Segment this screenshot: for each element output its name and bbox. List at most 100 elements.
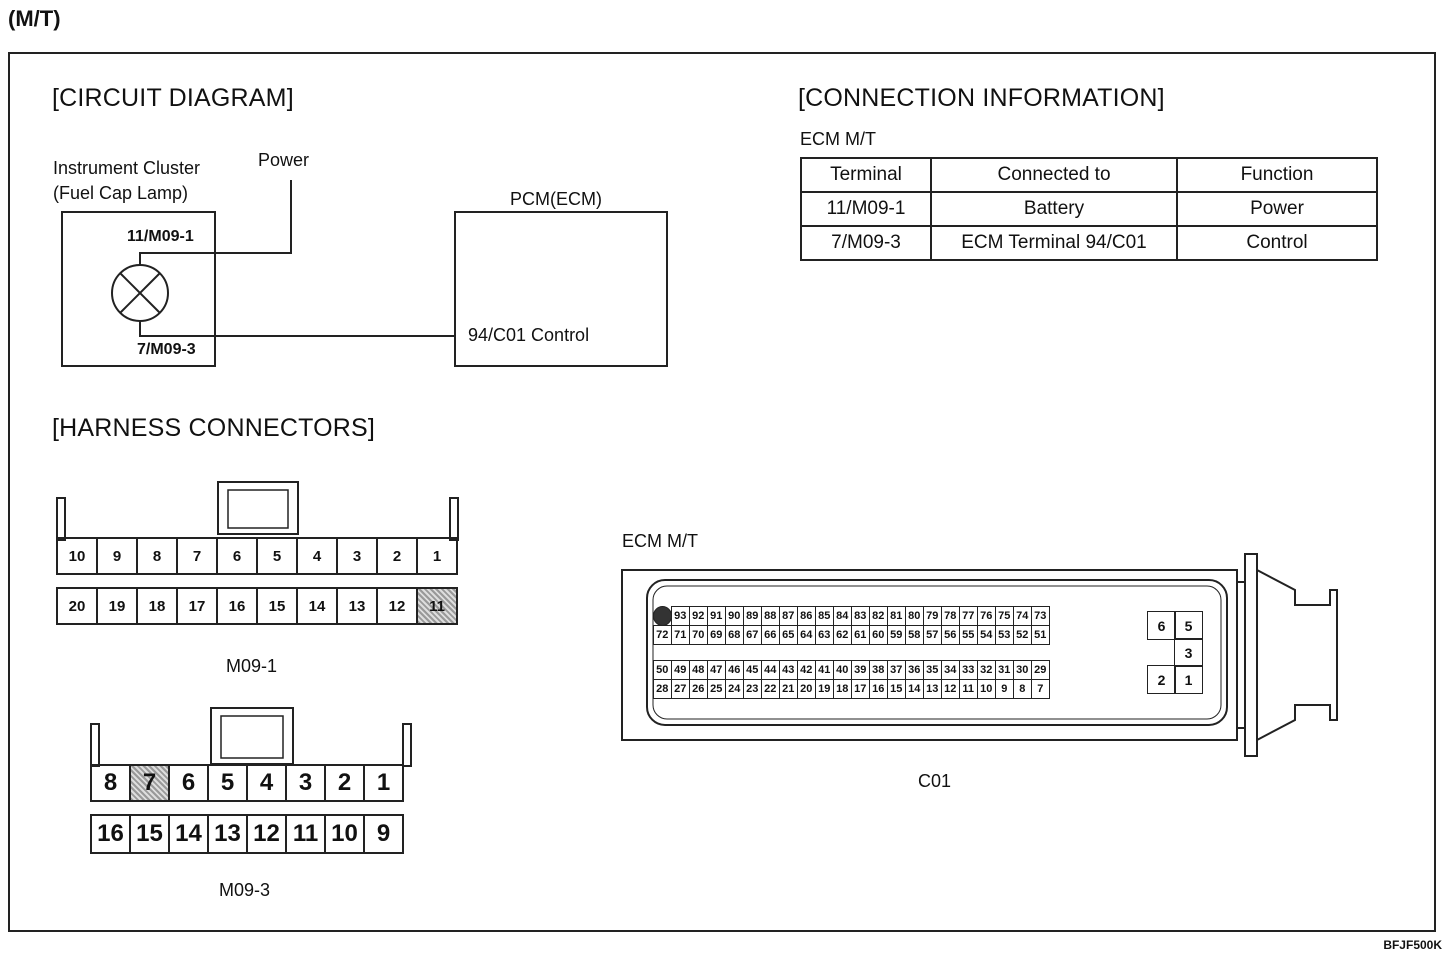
ecm-pin: 19 [814,679,834,699]
diagram-frame [8,52,1436,932]
col-connected-to: Connected to [930,157,1178,193]
connector-pin: 7 [129,764,170,802]
ecm-pin: 81 [886,606,906,626]
ecm-pin: 59 [886,625,906,645]
connector-pin: 14 [168,814,209,854]
ecm-pin: 73 [1030,606,1050,626]
table-cell: Power [1176,191,1378,227]
pin-top-label: 11/M09-1 [127,228,194,245]
connector-pin: 14 [296,587,338,625]
connector-pin: 2 [376,537,418,575]
connector-pin: 2 [324,764,365,802]
ecm-pin: 42 [796,660,816,680]
ecm-pin: 52 [1012,625,1032,645]
ecm-pin: 67 [742,625,762,645]
ecm-pin: 80 [904,606,924,626]
connector-pin: 4 [296,537,338,575]
ecm-small-pin: 2 [1147,665,1176,694]
connector-pin: 12 [376,587,418,625]
connector-pin: 18 [136,587,178,625]
ecm-pin: 14 [904,679,924,699]
ecm-pin: 89 [742,606,762,626]
connector-m09-1-label: M09-1 [226,656,278,676]
table-row: 11/M09-1 Battery Power [800,191,1378,227]
connector-pin: 6 [168,764,209,802]
ecm-pin: 20 [796,679,816,699]
ecm-pin: 48 [688,660,708,680]
connector-pin: 15 [256,587,298,625]
pin-bottom-label: 7/M09-3 [137,341,196,358]
table-cell: 11/M09-1 [800,191,932,227]
connection-subtitle: ECM M/T [800,129,876,149]
connector-pin: 15 [129,814,170,854]
pcm-label: PCM(ECM) [510,189,602,209]
connector-pin: 7 [176,537,218,575]
ecm-pin: 72 [652,625,672,645]
table-row: 7/M09-3 ECM Terminal 94/C01 Control [800,225,1378,261]
figure-code: BFJF500K [1383,938,1442,952]
connector-pin: 11 [416,587,458,625]
ecm-pin: 11 [958,679,978,699]
ecm-pin: 84 [832,606,852,626]
power-wire [139,180,292,265]
ecm-pin: 15 [886,679,906,699]
table-cell: Control [1176,225,1378,261]
ecm-small-pin: 6 [1147,611,1176,640]
ecm-pin: 91 [706,606,726,626]
table-cell: ECM Terminal 94/C01 [930,225,1178,261]
ecm-pin: 55 [958,625,978,645]
cluster-label-line1: Instrument Cluster [53,158,201,178]
connector-pin: 3 [336,537,378,575]
ecm-pin: 88 [760,606,780,626]
ecm-pin: 51 [1030,625,1050,645]
connector-pin: 10 [324,814,365,854]
ecm-pin: 8 [1012,679,1032,699]
ecm-pin: 44 [760,660,780,680]
connector-pin: 12 [246,814,287,854]
ecm-pin: 77 [958,606,978,626]
ecm-pin: 7 [1030,679,1050,699]
circuit-wiring [61,180,668,367]
connector-pin: 8 [136,537,178,575]
m093-housing [90,707,412,767]
ecm-pin: 79 [922,606,942,626]
ecm-pin: 90 [724,606,744,626]
connector-pin: 5 [256,537,298,575]
ecm-pin: 60 [868,625,888,645]
ecm-pin: 41 [814,660,834,680]
connector-pin: 4 [246,764,287,802]
ecm-pin: 30 [1012,660,1032,680]
ecm-pin: 87 [778,606,798,626]
ecm-pin: 68 [724,625,744,645]
ecm-pin: 25 [706,679,726,699]
connection-table: Terminal Connected to Function 11/M09-1 … [800,157,1378,261]
ecm-pin: 75 [994,606,1014,626]
ecm-pin: 62 [832,625,852,645]
ecm-pin: 34 [940,660,960,680]
ecm-pin: 57 [922,625,942,645]
connector-pin: 13 [207,814,248,854]
cluster-box [61,211,216,367]
ecm-pin: 54 [976,625,996,645]
pcm-box [454,211,668,367]
ecm-pin: 50 [652,660,672,680]
connector-pin: 20 [56,587,98,625]
connector-pin: 11 [285,814,326,854]
ecm-pin: 46 [724,660,744,680]
ecm-connector-label: C01 [918,771,952,791]
ecm-pin: 13 [922,679,942,699]
ecm-pin: 43 [778,660,798,680]
ecm-pin: 58 [904,625,924,645]
control-wire [139,321,455,337]
connector-pin: 10 [56,537,98,575]
ecm-pin: 18 [832,679,852,699]
ecm-pin: 22 [760,679,780,699]
ecm-pin: 40 [832,660,852,680]
ecm-pin: 93 [670,606,690,626]
ecm-small-pin: 1 [1174,665,1203,694]
ecm-housing [621,553,1338,757]
ecm-pin: 47 [706,660,726,680]
